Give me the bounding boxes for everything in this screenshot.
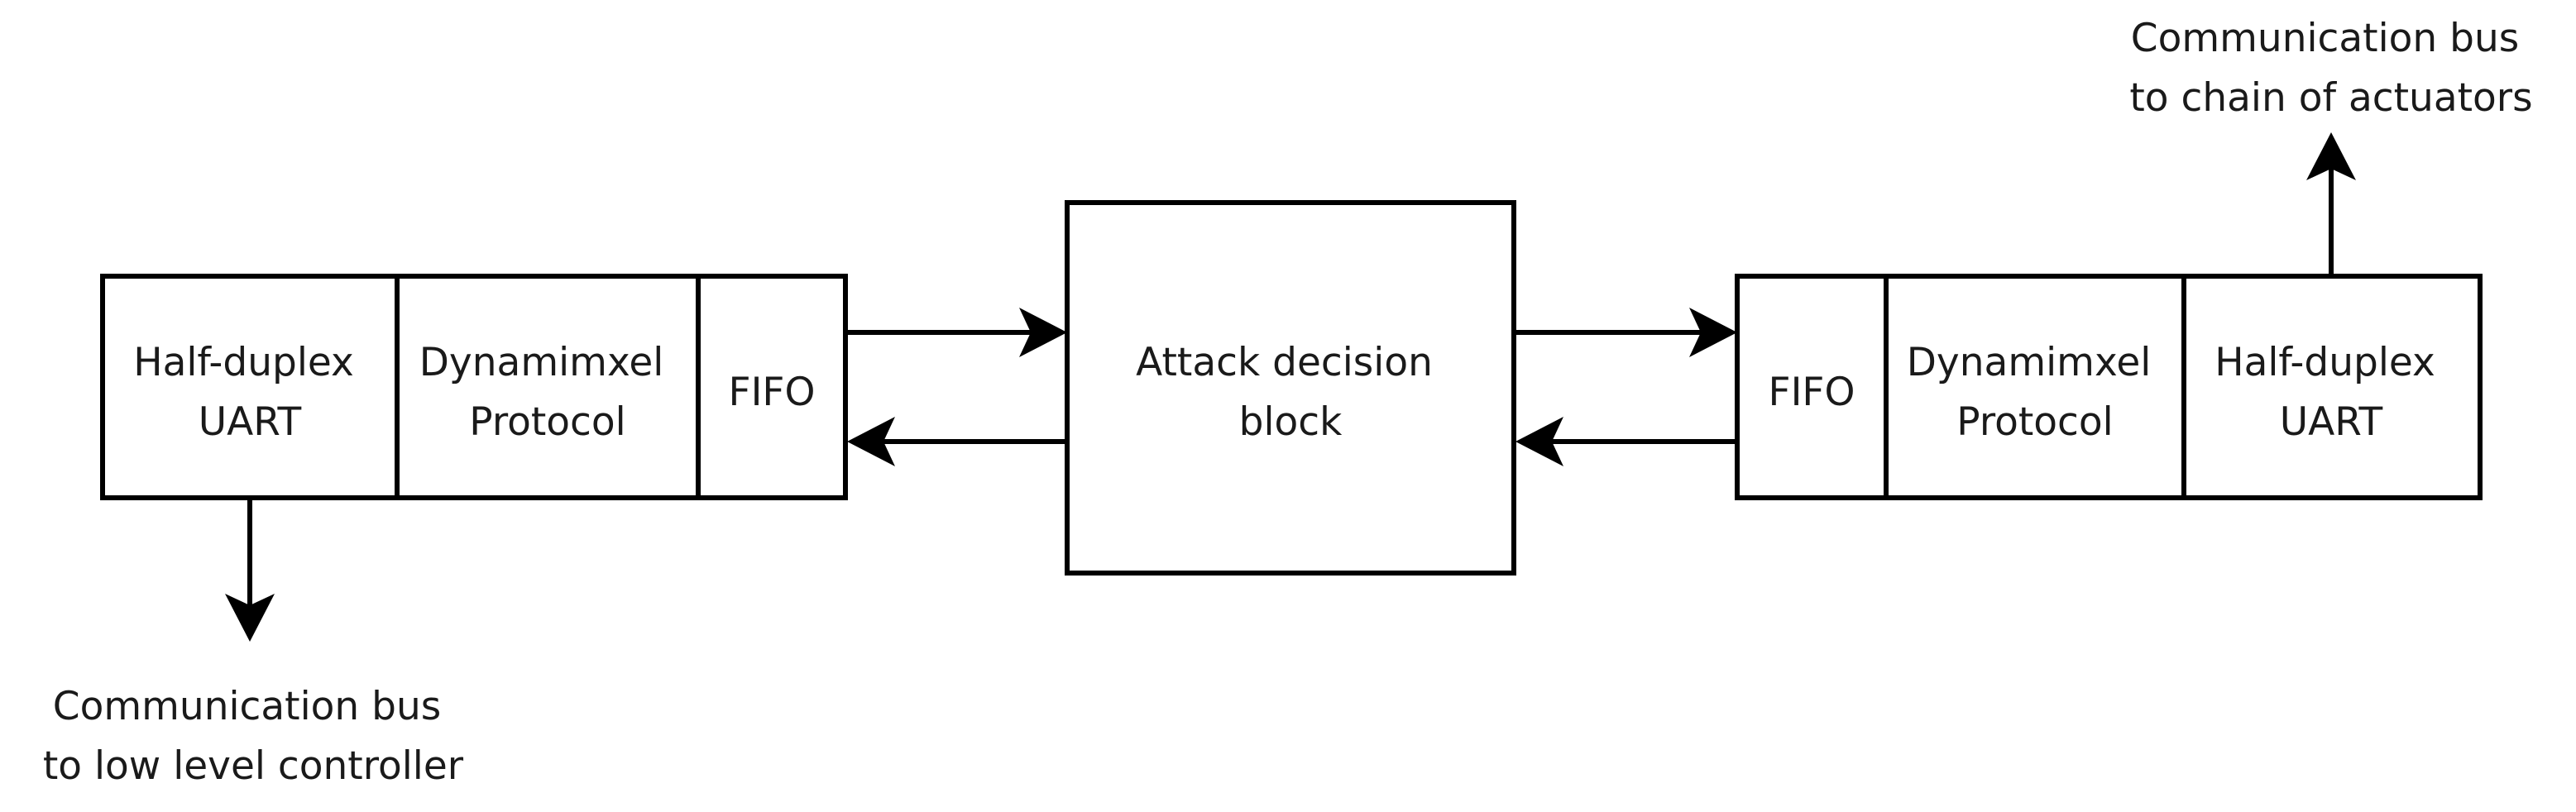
right-protocol-label: Dynamimxel Protocol <box>1907 340 2164 445</box>
arrow-to-controller-bus <box>225 498 275 642</box>
attack-decision-line-1: Attack decision <box>1136 340 1433 385</box>
left-uart-label: Half-duplex UART <box>133 340 366 445</box>
actuator-bus-line-2: to chain of actuators <box>2129 75 2532 121</box>
right-protocol-line-1: Dynamimxel <box>1907 340 2152 385</box>
left-module: Half-duplex UART Dynamimxel Protocol FIF… <box>100 274 848 500</box>
left-fifo-label: FIFO <box>729 370 816 415</box>
right-uart-label: Half-duplex UART <box>2214 340 2448 445</box>
right-uart-line-2: UART <box>2280 399 2383 445</box>
left-module-frame <box>100 274 848 500</box>
attack-decision-label: Attack decision block <box>1136 340 1445 445</box>
left-protocol-label: Dynamimxel Protocol <box>419 340 677 445</box>
left-protocol-line-1: Dynamimxel <box>419 340 664 385</box>
left-uart-line-1: Half-duplex <box>133 340 354 385</box>
left-protocol-line-2: Protocol <box>469 399 625 445</box>
attack-decision-block: Attack decision block <box>1065 200 1516 576</box>
actuator-bus-label: Communication bus to chain of actuators <box>2129 16 2532 121</box>
attack-decision-frame <box>1065 200 1516 576</box>
right-module: FIFO Dynamimxel Protocol Half-duplex UAR… <box>1735 274 2483 500</box>
actuator-bus-line-1: Communication bus <box>2131 16 2520 61</box>
right-fifo-label: FIFO <box>1769 370 1855 415</box>
controller-bus-label: Communication bus to low level controlle… <box>43 684 464 789</box>
controller-bus-line-2: to low level controller <box>43 743 464 789</box>
controller-bus-line-1: Communication bus <box>53 684 442 729</box>
right-module-frame <box>1735 274 2483 500</box>
attack-decision-line-2: block <box>1239 399 1343 445</box>
arrow-attack-to-left-fifo <box>847 417 1067 466</box>
right-uart-line-1: Half-duplex <box>2214 340 2435 385</box>
arrow-to-actuator-bus <box>2306 132 2356 276</box>
right-protocol-line-2: Protocol <box>1956 399 2113 445</box>
arrow-left-fifo-to-attack <box>845 308 1067 357</box>
arrow-right-fifo-to-attack <box>1515 417 1737 466</box>
arrow-attack-to-right-fifo <box>1514 308 1737 357</box>
left-uart-line-2: UART <box>199 399 302 445</box>
